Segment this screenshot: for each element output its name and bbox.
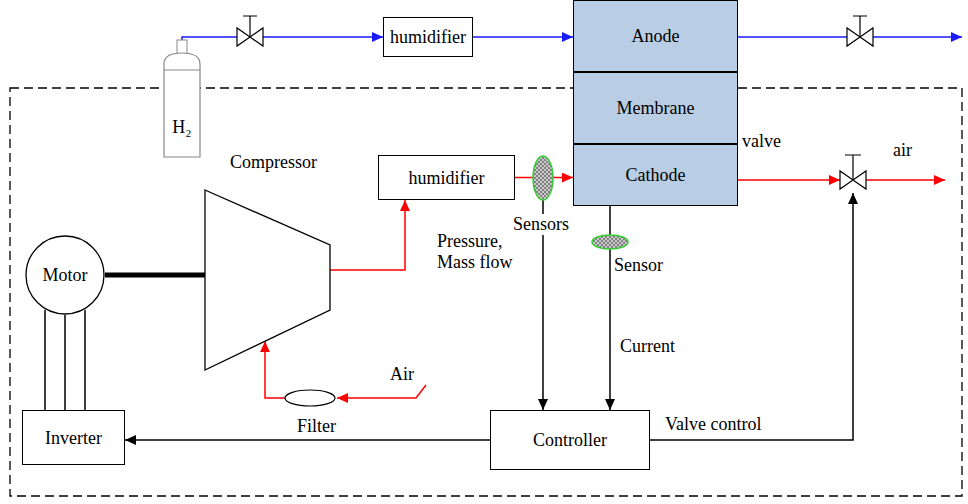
compressor-symbol-outline — [205, 190, 330, 370]
air-exhaust-line — [866, 179, 945, 181]
node-heading: Sensors — [511, 214, 571, 235]
connector — [738, 179, 840, 181]
connector — [105, 273, 205, 278]
sensor-symbol-outline — [592, 235, 628, 249]
connector — [125, 439, 490, 441]
filter-symbol-outline — [285, 390, 335, 406]
process-box: humidifier — [383, 17, 473, 57]
controller-box: Controller — [490, 410, 650, 470]
process-box: Inverter — [22, 410, 125, 465]
signal-label: Current — [620, 336, 675, 357]
filter-symbol: Filter — [285, 390, 335, 406]
node-label: H₂ — [172, 117, 191, 138]
sensor-symbol: Sensor — [592, 235, 628, 249]
sensor-symbol: Sensors — [533, 156, 553, 200]
node-heading: Filter — [297, 416, 336, 437]
connector — [265, 341, 285, 398]
node-label: Inverter — [45, 427, 102, 448]
cathode-layer: Cathode — [573, 144, 738, 206]
hydrogen-valve-symbol — [237, 16, 263, 46]
anode-valve-symbol — [847, 16, 873, 46]
node-label: Controller — [533, 430, 607, 451]
connector — [650, 193, 853, 440]
air-intake-line — [337, 385, 426, 398]
valve-symbol-outline — [840, 167, 866, 193]
node-label: humidifier — [390, 27, 466, 48]
hydrogen-tank: H₂ — [163, 48, 201, 158]
anode-layer: Anode — [573, 0, 738, 72]
signal-label: Pressure, Mass flow — [437, 231, 532, 272]
connector — [609, 249, 611, 410]
flow-label: Air — [390, 364, 414, 385]
process-box: humidifier — [378, 155, 515, 200]
node-label: Cathode — [626, 165, 686, 186]
node-label: Membrane — [617, 98, 695, 119]
node-heading: valve — [742, 131, 781, 152]
connector — [330, 200, 405, 270]
valve-symbol: valve — [840, 167, 866, 193]
node-label: Motor — [43, 265, 88, 286]
connector-layer — [45, 37, 853, 440]
connector — [182, 37, 383, 48]
signal-label: Valve control — [665, 414, 761, 435]
hydrogen-tank-outline — [163, 48, 201, 158]
sensor-symbol-outline — [533, 156, 553, 200]
system-boundary — [10, 88, 962, 496]
flow-label: air — [893, 140, 912, 161]
membrane-layer: Membrane — [573, 72, 738, 144]
motor-circle: Motor — [25, 235, 105, 315]
node-label: humidifier — [409, 167, 485, 188]
connector — [473, 36, 573, 38]
connector — [609, 206, 611, 235]
node-label: Anode — [632, 26, 680, 47]
node-heading: Sensor — [614, 255, 663, 276]
node-heading: Compressor — [230, 152, 317, 173]
connector — [45, 310, 85, 410]
compressor-symbol: Compressor — [205, 190, 330, 370]
